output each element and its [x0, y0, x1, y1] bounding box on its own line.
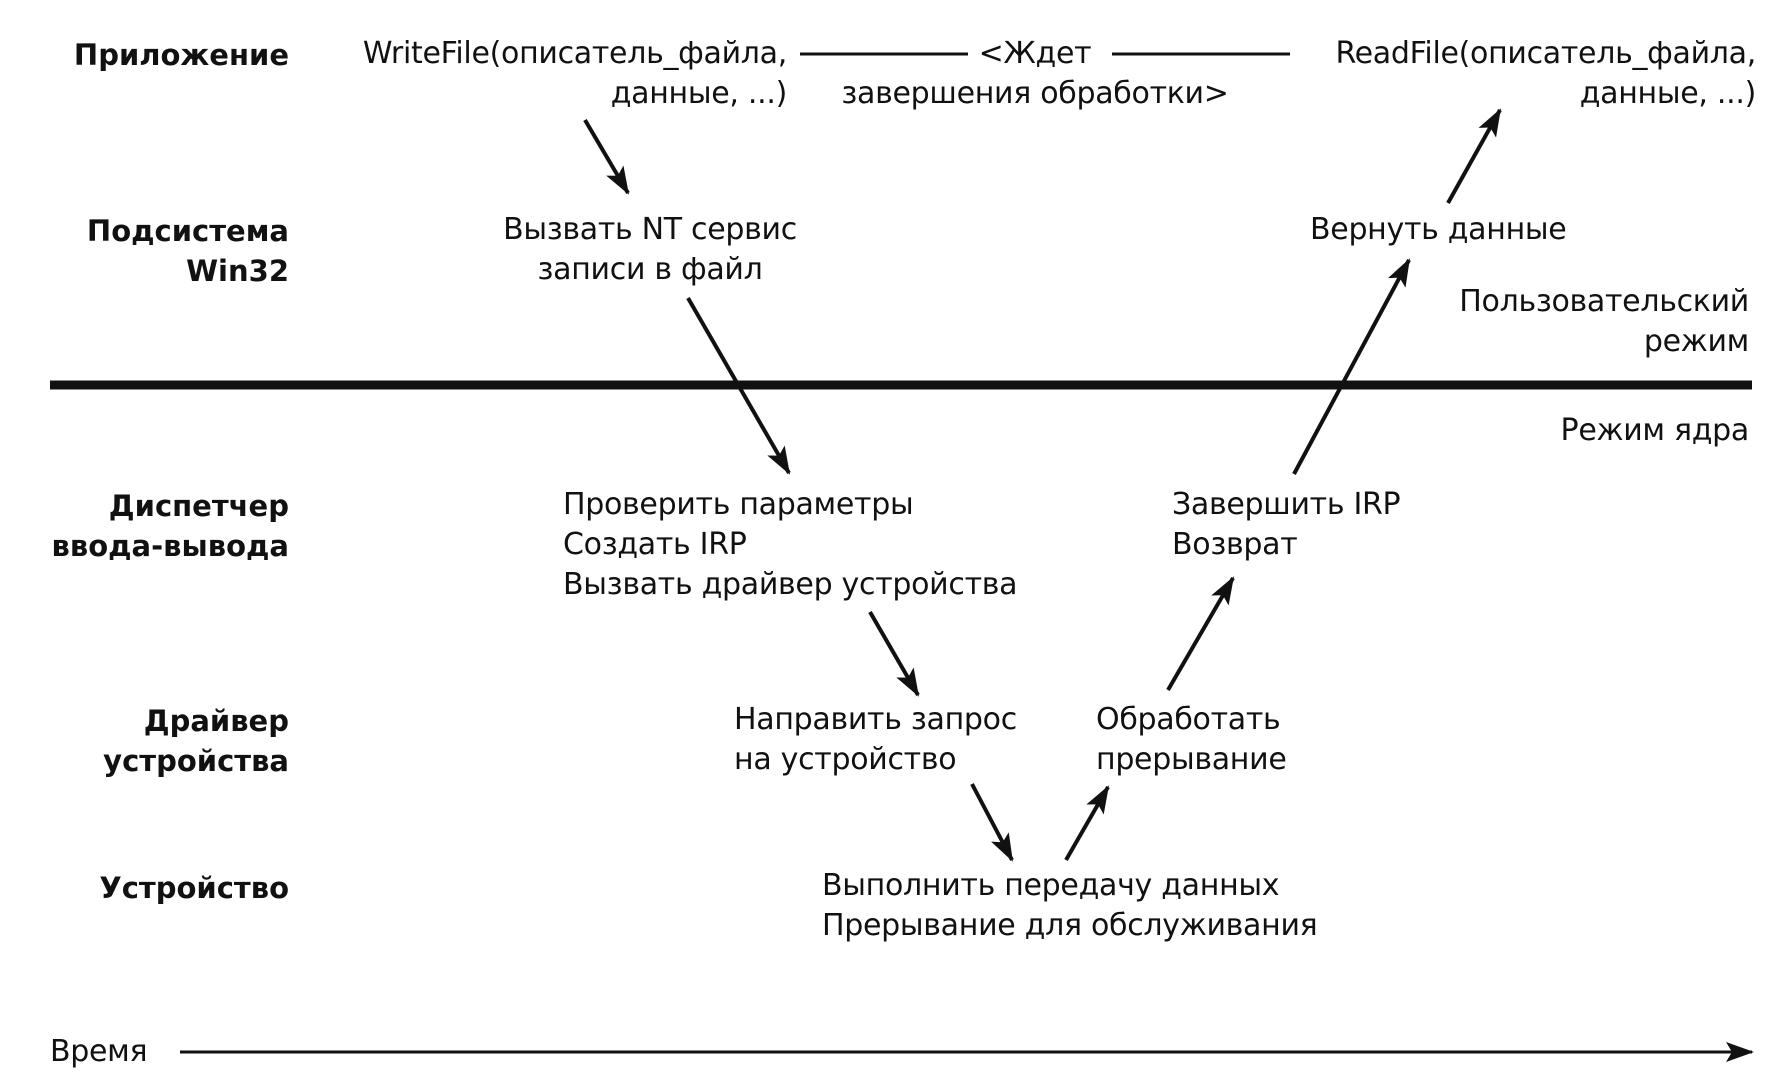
return-data: Вернуть данные — [1310, 210, 1567, 250]
send-request: Направить запрос на устройство — [734, 700, 1017, 780]
handle-interrupt-line1: Обработать — [1096, 702, 1281, 737]
user-mode-line2: режим — [1643, 324, 1749, 359]
readfile-line1: ReadFile(описатель_файла, — [1335, 36, 1756, 71]
interrupt-service-text: Прерывание для обслуживания — [822, 908, 1318, 943]
wait-completion: <Ждет завершения обработки> — [820, 34, 1250, 114]
create-irp-text: Создать IRP — [563, 527, 747, 562]
writefile-line2: данные, ...) — [610, 76, 788, 111]
return-text: Возврат — [1172, 527, 1298, 562]
arrow-device-to-interrupt-handler — [1064, 785, 1110, 861]
call-nt-line1: Вызвать NT сервис — [503, 212, 797, 247]
time-axis-text: Время — [50, 1034, 148, 1069]
io-manager-completion: Завершить IRP Возврат — [1172, 485, 1401, 565]
kernel-mode-text: Режим ядра — [1560, 413, 1750, 448]
layer-io-manager-line1: Диспетчер — [108, 489, 289, 523]
handle-interrupt: Обработать прерывание — [1096, 700, 1287, 780]
send-request-line2: на устройство — [734, 742, 957, 777]
writefile-call: WriteFile(описатель_файла, данные, ...) — [363, 34, 787, 114]
arrow-driver-to-device — [970, 783, 1014, 862]
arrow-call-nt-to-io-manager — [686, 297, 791, 475]
readfile-call: ReadFile(описатель_файла, данные, ...) — [1335, 34, 1756, 114]
layer-label-application: Приложение — [74, 35, 289, 75]
user-mode-label: Пользовательский режим — [1459, 282, 1749, 362]
transfer-data-text: Выполнить передачу данных — [822, 868, 1280, 903]
arrow-io-manager-to-driver — [868, 610, 920, 697]
layer-driver-line2: устройства — [103, 744, 289, 778]
layer-device-text: Устройство — [99, 871, 289, 905]
arrow-complete-irp-to-return-data — [1292, 258, 1411, 475]
call-nt-line2: записи в файл — [537, 252, 763, 287]
call-nt-service: Вызвать NT сервис записи в файл — [480, 210, 820, 290]
layer-label-device: Устройство — [99, 868, 289, 908]
send-request-line1: Направить запрос — [734, 702, 1017, 737]
wait-line1: <Ждет — [978, 36, 1092, 71]
wait-line2: завершения обработки> — [841, 76, 1229, 111]
time-axis-label: Время — [50, 1032, 148, 1072]
device-actions: Выполнить передачу данных Прерывание для… — [822, 866, 1318, 946]
arrow-return-data-to-readfile — [1446, 108, 1502, 204]
complete-irp-text: Завершить IRP — [1172, 487, 1401, 522]
layer-label-driver: Драйвер устройства — [103, 701, 289, 781]
layer-label-win32: Подсистема Win32 — [87, 211, 289, 291]
layer-application-text: Приложение — [73, 38, 289, 72]
layer-label-io-manager: Диспетчер ввода-вывода — [52, 486, 290, 566]
layer-win32-line2: Win32 — [186, 254, 289, 288]
arrow-writefile-to-call-nt — [583, 118, 630, 195]
layer-io-manager-line2: ввода-вывода — [51, 529, 290, 563]
return-data-text: Вернуть данные — [1310, 212, 1567, 247]
call-driver-text: Вызвать драйвер устройства — [563, 567, 1018, 602]
writefile-line1: WriteFile(описатель_файла, — [362, 36, 787, 71]
check-params-text: Проверить параметры — [563, 487, 914, 522]
handle-interrupt-line2: прерывание — [1096, 742, 1287, 777]
user-mode-line1: Пользовательский — [1459, 284, 1749, 319]
io-manager-actions: Проверить параметры Создать IRP Вызвать … — [563, 485, 1018, 605]
arrow-interrupt-handler-to-complete-irp — [1166, 576, 1235, 692]
layer-driver-line1: Драйвер — [143, 704, 289, 738]
readfile-line2: данные, ...) — [1579, 76, 1757, 111]
layer-win32-line1: Подсистема — [86, 214, 289, 248]
kernel-mode-label: Режим ядра — [1560, 411, 1750, 451]
